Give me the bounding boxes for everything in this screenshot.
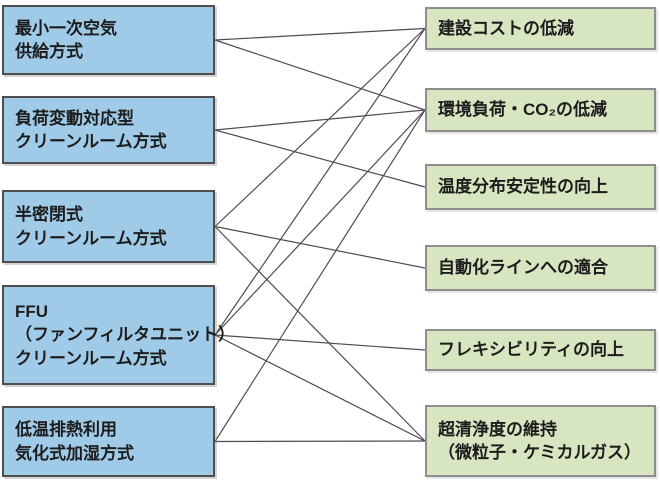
edge-L4-R6 bbox=[214, 334, 426, 442]
right-node-R1: 建設コストの低減 bbox=[425, 7, 656, 50]
node-label: 最小一次空気 bbox=[15, 18, 117, 38]
right-node-R5: フレキシビリティの向上 bbox=[425, 329, 656, 371]
edge-L1-R1 bbox=[214, 27, 426, 41]
left-node-L4: FFU （ファンフィルタユニット） クリーンルーム方式 bbox=[2, 285, 236, 385]
edge-L5-R6 bbox=[214, 440, 426, 443]
left-node-L5: 低温排熱利用気化式加湿方式 bbox=[2, 406, 215, 477]
edge-L3-R6 bbox=[214, 226, 426, 442]
edge-L4-R1 bbox=[214, 28, 426, 336]
node-label: フレキシビリティの向上 bbox=[438, 340, 624, 360]
edge-L3-R4 bbox=[214, 225, 426, 269]
node-label: 温度分布安定性の向上 bbox=[438, 177, 608, 197]
edge-L1-R2 bbox=[214, 39, 426, 111]
node-label: クリーンルーム方式 bbox=[15, 228, 167, 248]
right-node-R3: 温度分布安定性の向上 bbox=[425, 164, 656, 210]
edge-L5-R2 bbox=[214, 109, 426, 442]
edge-L2-R2 bbox=[214, 109, 426, 131]
right-node-R6: 超清浄度の維持 （微粒子・ケミカルガス） bbox=[425, 405, 656, 477]
node-label: 低温排熱利用 bbox=[15, 420, 117, 440]
right-node-R2: 環境負荷・CO₂の低減 bbox=[425, 88, 656, 132]
node-label: 自動化ラインへの適合 bbox=[438, 258, 608, 278]
node-label: （微粒子・ケミカルガス） bbox=[438, 443, 641, 462]
node-label: 供給方式 bbox=[15, 42, 83, 61]
edge-L4-R2 bbox=[214, 109, 426, 336]
edge-L4-R5 bbox=[214, 334, 426, 351]
node-label: 超清浄度の維持 bbox=[438, 419, 557, 439]
node-label: 半密閉式 bbox=[15, 205, 83, 225]
right-node-R4: 自動化ラインへの適合 bbox=[425, 245, 656, 291]
left-node-L3: 半密閉式クリーンルーム方式 bbox=[2, 190, 215, 263]
node-label: FFU bbox=[15, 301, 49, 321]
node-label: （ファンフィルタユニット） bbox=[15, 325, 236, 345]
node-label: 建設コストの低減 bbox=[438, 18, 574, 38]
node-label: クリーンルーム方式 bbox=[15, 132, 167, 151]
node-label: クリーンルーム方式 bbox=[15, 348, 167, 368]
left-node-L1: 最小一次空気供給方式 bbox=[2, 5, 215, 75]
node-label: 負荷変動対応型 bbox=[15, 108, 134, 128]
node-label: 環境負荷・CO₂の低減 bbox=[438, 100, 608, 120]
left-node-L2: 負荷変動対応型クリーンルーム方式 bbox=[2, 96, 215, 164]
node-label: 気化式加湿方式 bbox=[15, 443, 134, 463]
edge-L2-R3 bbox=[214, 129, 426, 188]
edge-L3-R1 bbox=[214, 28, 426, 227]
